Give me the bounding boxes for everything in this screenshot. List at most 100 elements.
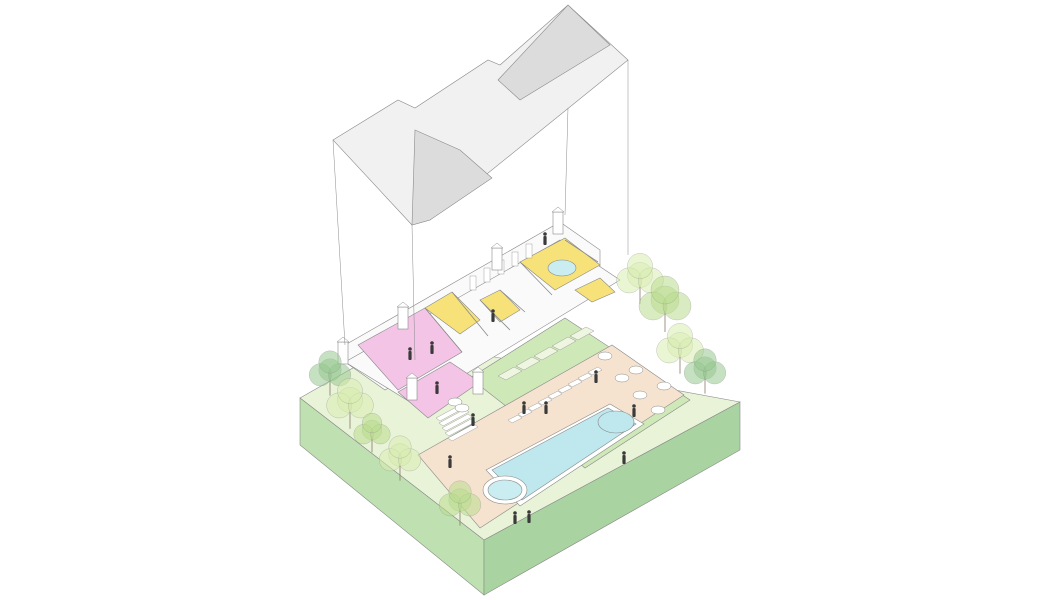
person-body [448,459,452,468]
pilaster [552,211,564,235]
person-head [543,232,547,236]
person-body [632,408,636,417]
pilaster-cap [336,336,350,343]
pilaster-cap [471,366,485,373]
partition-wall [479,299,511,331]
tree-canopy [650,275,680,305]
person-head [491,309,495,313]
paver [515,356,541,371]
person-body [594,374,598,383]
tree-canopy [627,253,653,279]
spa-water [487,479,523,501]
person-body [435,385,439,394]
projection-line [411,224,416,361]
stair-step [438,408,470,427]
roof-exploded [332,4,629,226]
round-tables [447,351,672,415]
person-figure [513,511,517,524]
pilaster-cap [551,206,565,213]
ground-side-right [483,401,741,596]
sun-lounger [527,402,543,412]
person-head [430,341,434,345]
window [511,251,519,267]
pilaster [491,247,503,271]
person-body [471,417,475,426]
person-body [543,236,547,245]
pool-end-curve [597,410,635,434]
sun-lounger [577,372,593,382]
tree [353,413,391,453]
person-figure [448,455,452,468]
partition-wall [519,261,553,296]
partition-wall [499,289,526,313]
partition-wall [451,291,489,337]
round-table [628,365,644,375]
person-figure [632,404,636,417]
person-figure [408,347,412,360]
pilaster-cap [396,301,410,308]
tree-canopy [318,350,342,374]
pilaster-cap [405,372,419,379]
person-figure [435,381,439,394]
partition-wall [424,307,463,353]
paver [569,326,595,341]
person-head [622,451,626,455]
person-head [632,404,636,408]
pilaster-cap [490,242,504,249]
tree [439,480,481,526]
tree [326,378,374,429]
sun-loungers [507,366,603,424]
person-body [513,515,517,524]
person-figure [491,309,495,322]
person-body [408,351,412,360]
stair-step [444,418,476,437]
person-figure [430,341,434,354]
person-head [527,510,531,514]
sun-lounger [537,396,553,406]
round-table [597,351,613,361]
roof-shadow-right [497,4,611,101]
sun-lounger [567,378,583,388]
person-figure [527,510,531,523]
tree [309,350,351,396]
person-head [408,347,412,351]
pilaster [397,306,409,330]
stair-step [441,413,473,432]
tree-canopy [337,378,363,404]
person-head [435,381,439,385]
window [525,243,533,259]
sun-lounger [547,390,563,400]
lounge-jacuzzi [547,259,577,277]
tree-canopy [448,480,472,504]
person-head [513,511,517,515]
person-figure [544,401,548,414]
pilasters [336,206,565,401]
pilaster [406,377,418,401]
tree-canopy [362,413,382,433]
tree-canopy [667,323,693,349]
stair-step [447,423,479,442]
person-figure [543,232,547,245]
person-body [430,345,434,354]
paver [551,336,577,351]
people-figures [408,232,636,524]
person-head [448,455,452,459]
projection-lines [332,60,629,361]
person-head [594,370,598,374]
projection-line [332,139,346,346]
person-body [491,313,495,322]
tree [684,348,726,394]
person-figure [622,451,626,464]
yellow-room-1 [424,291,481,335]
round-table [650,405,666,415]
person-figure [594,370,598,383]
person-body [544,405,548,414]
person-figure [522,401,526,414]
person-head [471,413,475,417]
window [469,275,477,291]
round-table [632,390,648,400]
tree [379,435,421,481]
tree [616,253,664,304]
